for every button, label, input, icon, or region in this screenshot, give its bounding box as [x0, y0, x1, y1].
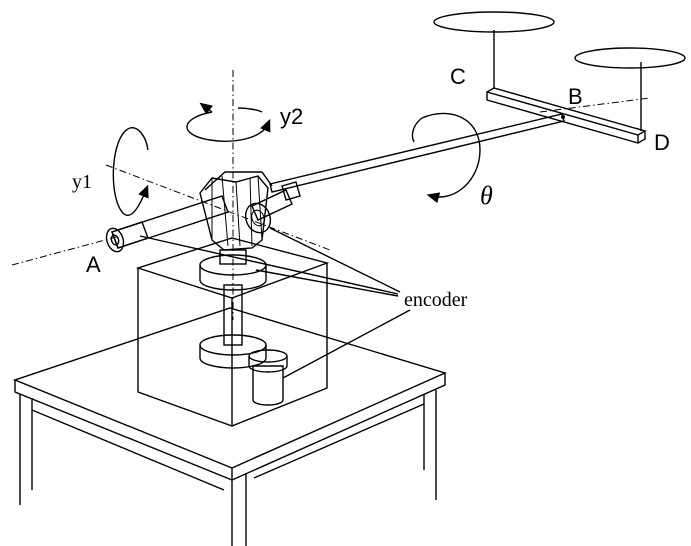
label-encoder: encoder — [404, 289, 468, 311]
base-box — [135, 237, 330, 427]
label-a: A — [86, 252, 101, 277]
encoder-hub — [244, 181, 301, 234]
encoder-pointers — [139, 227, 411, 379]
y1-axis-line — [105, 164, 331, 251]
label-y2: y2 — [280, 104, 303, 129]
y1-axis-left — [11, 235, 121, 266]
label-c: C — [450, 64, 466, 89]
disc-c — [433, 11, 555, 88]
cross-bar — [486, 87, 647, 144]
label-theta: θ — [480, 181, 493, 210]
y1-rotation-arrow — [112, 127, 149, 216]
table — [12, 307, 448, 546]
long-rod — [269, 113, 565, 193]
disc-d — [574, 47, 686, 131]
y2-rotation-arrow — [186, 102, 271, 142]
label-y1: y1 — [72, 171, 92, 193]
gimbal-yoke — [199, 171, 273, 251]
label-d: D — [654, 130, 670, 155]
b-axis-line — [539, 97, 651, 113]
label-b: B — [568, 84, 583, 109]
theta-rotation-arrow — [411, 112, 481, 204]
encoder-bottom — [248, 349, 288, 406]
